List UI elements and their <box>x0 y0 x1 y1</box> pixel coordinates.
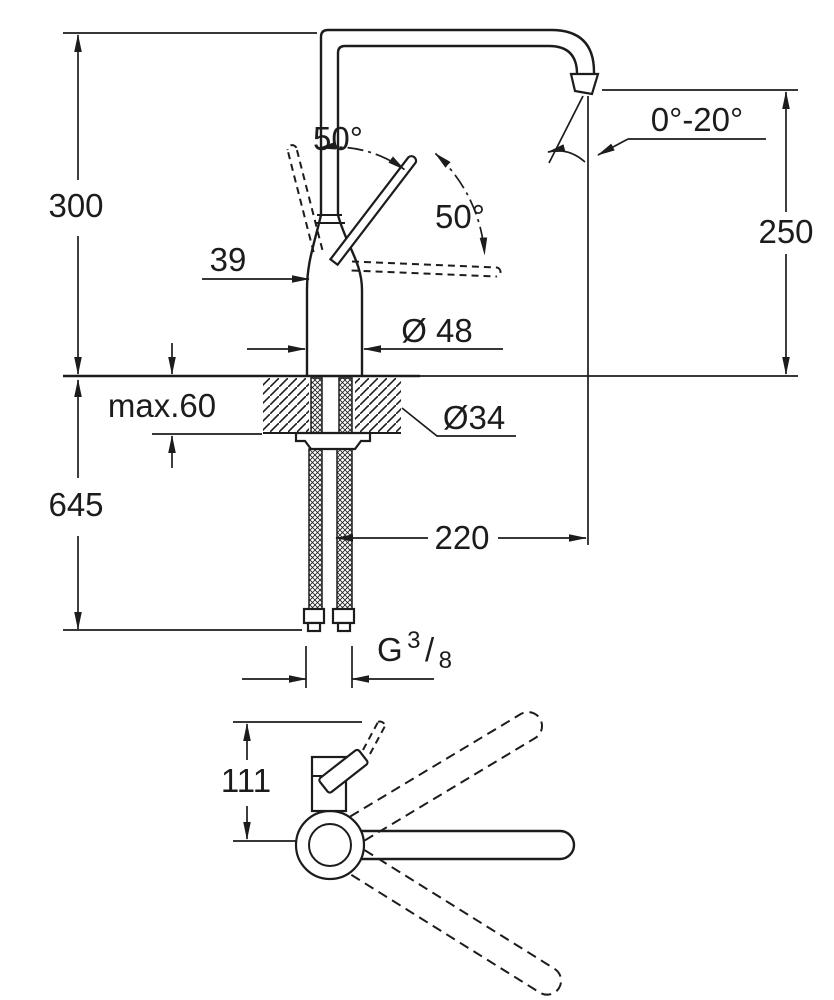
label-111: 111 <box>221 762 271 799</box>
label-250: 250 <box>758 213 813 250</box>
dim-220: 220 <box>335 519 587 556</box>
plan-lever <box>310 720 386 813</box>
label-thread-g38: G 3 / 8 <box>377 627 452 674</box>
label-645: 645 <box>48 486 103 523</box>
plan-spout-solid <box>330 829 576 861</box>
angle-arc-left <box>317 141 406 171</box>
dim-max-60: max.60 <box>108 343 262 468</box>
dim-300: 300 <box>48 32 317 375</box>
lever-positions: 50° 50° <box>286 120 502 278</box>
label-angle-0-20: 0°-20° <box>651 101 743 138</box>
label-diameter-34: Ø34 <box>443 399 505 436</box>
plan-body-circle-outer <box>294 809 366 881</box>
label-50-left: 50° <box>313 120 363 157</box>
hose-tip-right <box>336 621 352 633</box>
under-counter-parts <box>294 377 372 633</box>
dim-111: 111 <box>221 721 362 842</box>
label-39: 39 <box>210 241 247 278</box>
body-left-edge <box>305 214 323 376</box>
label-diameter-48: Ø 48 <box>401 312 473 349</box>
front-view: 300 250 0°-20° 220 39 <box>48 28 814 688</box>
mounting-nut <box>294 431 372 451</box>
spout-outlet <box>569 72 600 96</box>
counter-slab-hatch-left <box>263 378 309 433</box>
counter-deck <box>63 374 420 434</box>
dim-39: 39 <box>202 241 310 283</box>
dim-diameter-34: Ø34 <box>401 399 516 437</box>
supply-hose-right <box>336 448 353 610</box>
lever-solid <box>328 155 418 267</box>
plan-view: 111 <box>221 711 576 996</box>
counter-slab-hatch-right <box>355 378 401 433</box>
spout-inner-line <box>336 44 579 215</box>
lever-dashed-right <box>351 260 502 278</box>
dim-angle-0-20: 0°-20° <box>547 95 766 545</box>
label-max-60: max.60 <box>108 387 216 424</box>
hose-fitting-left <box>302 607 326 625</box>
plan-body-circle-inner <box>308 823 352 867</box>
lever-dashed-left <box>286 144 324 253</box>
body-right-edge <box>336 214 364 376</box>
faucet-body <box>305 28 600 376</box>
dim-diameter-48: Ø 48 <box>247 312 503 353</box>
plan-spout-dashed-down <box>322 832 563 996</box>
plan-lever-body <box>318 748 369 794</box>
dim-thread-g38: G 3 / 8 <box>242 627 452 688</box>
spout-outer-line <box>319 28 596 215</box>
hose-tip-left <box>306 621 322 633</box>
label-50-right: 50° <box>435 198 485 235</box>
supply-hose-left <box>308 448 323 610</box>
label-220: 220 <box>434 519 489 556</box>
dim-250: 250 <box>420 89 814 377</box>
plan-lever-knob-dashed <box>362 720 386 755</box>
label-300: 300 <box>48 187 103 224</box>
angle-arc-right <box>434 152 488 256</box>
hose-fitting-right <box>331 607 356 625</box>
dim-645: 645 <box>48 379 302 631</box>
